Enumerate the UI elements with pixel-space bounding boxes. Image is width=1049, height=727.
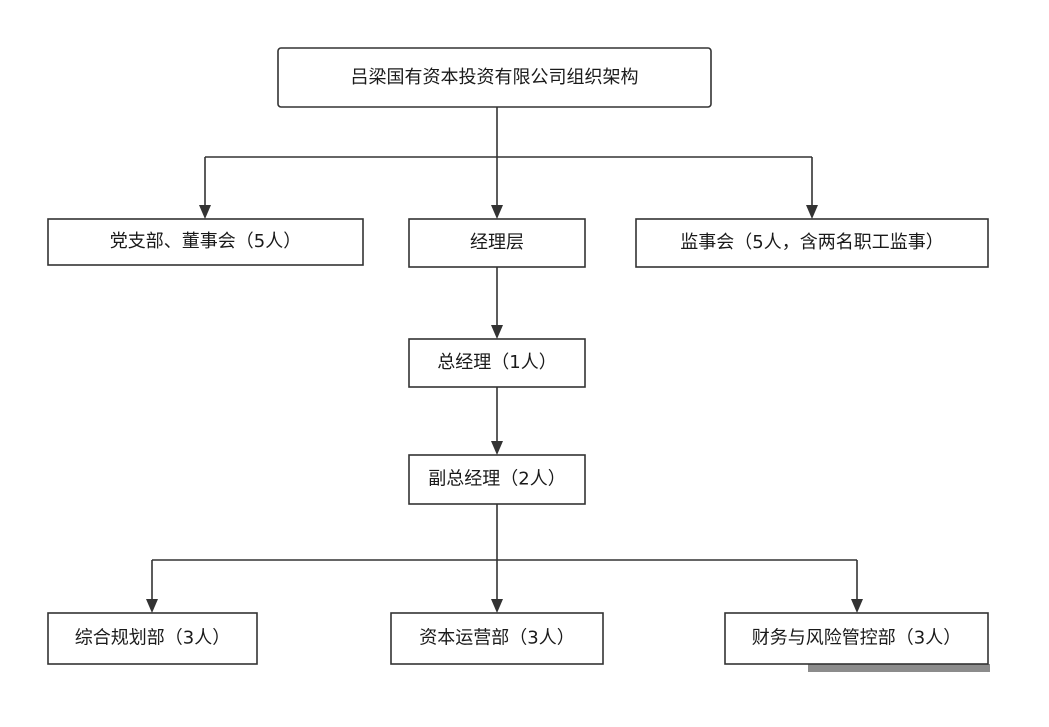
node-dgm-label: 副总经理（2人） — [428, 469, 565, 490]
node-capital-box — [390, 612, 604, 665]
arrowhead-finance — [851, 599, 863, 613]
node-party: 党支部、董事会（5人） — [47, 218, 364, 266]
arrowhead-planning — [146, 599, 158, 613]
node-management: 经理层 — [408, 218, 586, 268]
node-finance-box — [724, 612, 989, 665]
node-root: 吕梁国有资本投资有限公司组织架构 — [277, 47, 712, 108]
node-finance-label: 财务与风险管控部（3人） — [752, 628, 961, 649]
node-planning-box — [47, 612, 258, 665]
node-root-label: 吕梁国有资本投资有限公司组织架构 — [351, 67, 639, 88]
node-party-label: 党支部、董事会（5人） — [110, 231, 301, 252]
arrowhead-management — [491, 205, 503, 219]
node-planning: 综合规划部（3人） — [47, 612, 258, 665]
node-party-box — [47, 218, 364, 266]
node-dgm: 副总经理（2人） — [408, 454, 586, 505]
node-capital-label: 资本运营部（3人） — [419, 628, 574, 649]
node-gm-box — [408, 338, 586, 388]
arrowheads — [146, 205, 863, 613]
node-dgm-box — [408, 454, 586, 505]
arrowhead-gm — [491, 325, 503, 339]
node-management-box — [408, 218, 586, 268]
arrowhead-capital — [491, 599, 503, 613]
node-finance: 财务与风险管控部（3人） — [724, 612, 989, 665]
node-root-box — [277, 47, 712, 108]
node-supervisors-box — [635, 218, 989, 268]
arrowhead-party — [199, 205, 211, 219]
finance-box-shadow — [808, 664, 990, 672]
node-gm-label: 总经理（1人） — [437, 352, 556, 373]
node-supervisors: 监事会（5人，含两名职工监事） — [635, 218, 989, 268]
connectors — [151, 107, 858, 604]
node-supervisors-label: 监事会（5人，含两名职工监事） — [680, 232, 943, 253]
node-management-label: 经理层 — [470, 232, 524, 253]
arrowhead-supervisors — [806, 205, 818, 219]
node-capital: 资本运营部（3人） — [390, 612, 604, 665]
node-gm: 总经理（1人） — [408, 338, 586, 388]
arrowhead-dgm — [491, 441, 503, 455]
node-planning-label: 综合规划部（3人） — [75, 628, 230, 649]
